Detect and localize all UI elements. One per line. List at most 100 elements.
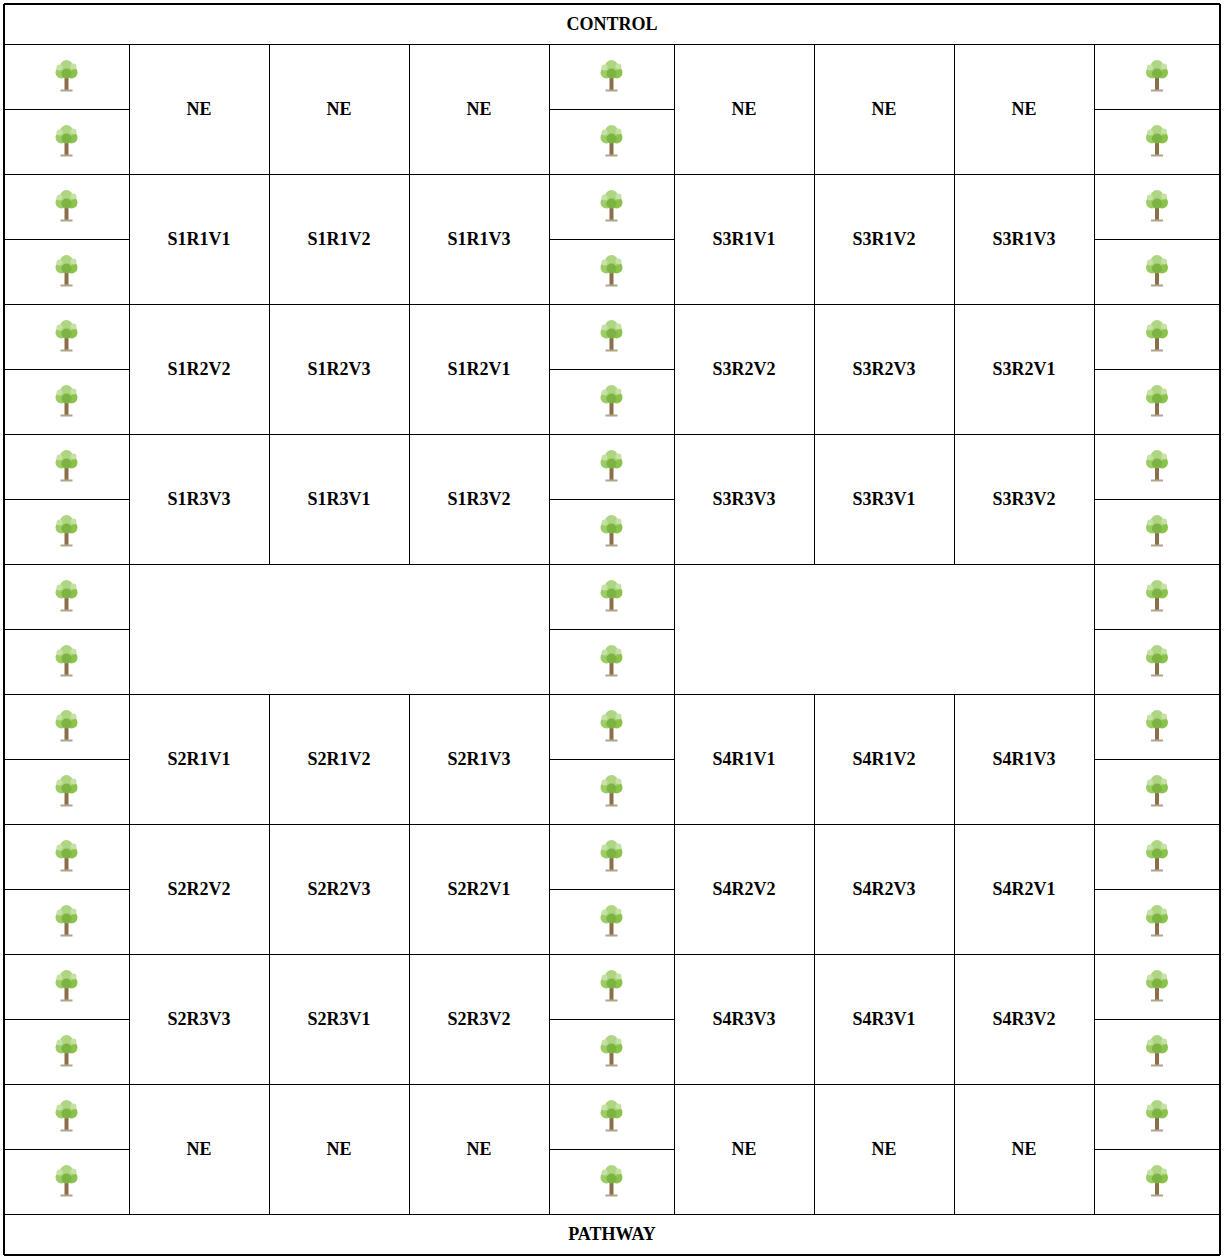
plot-label: S3R3V1 [852,489,915,510]
tree-icon [601,450,623,482]
grid-line [549,1019,674,1020]
grid-line [549,1149,674,1150]
plot-label: S2R3V2 [447,1009,510,1030]
plot-label: S1R3V1 [307,489,370,510]
tree-icon [56,1035,78,1067]
plot-cell: NE [269,44,409,174]
plot-cell: S1R3V2 [409,434,549,564]
plot-label: S4R3V3 [712,1009,775,1030]
plot-cell: S3R1V3 [954,174,1094,304]
plot-label: S1R2V3 [307,359,370,380]
plot-label: S2R2V1 [447,879,510,900]
tree-icon [56,255,78,287]
plot-label: S1R1V2 [307,229,370,250]
plot-label: S2R1V1 [167,749,230,770]
plot-label: PATHWAY [568,1224,656,1245]
tree-icon [601,190,623,222]
plot-cell: NE [954,1084,1094,1214]
plot-label: NE [326,1139,351,1160]
grid-line [4,1254,1220,1256]
tree-icon [1146,125,1168,157]
plot-label: S2R2V3 [307,879,370,900]
grid-line [4,499,129,500]
grid-line [814,694,815,1214]
tree-icon [56,645,78,677]
plot-label: S4R2V3 [852,879,915,900]
plot-label: S3R3V2 [992,489,1055,510]
plot-cell: S3R3V1 [814,434,954,564]
tree-icon [601,905,623,937]
plot-label: NE [871,1139,896,1160]
tree-icon [1146,580,1168,612]
tree-icon [1146,60,1168,92]
plot-cell: S2R1V2 [269,694,409,824]
plot-cell: NE [814,44,954,174]
tree-icon [56,710,78,742]
plot-label: S2R1V3 [447,749,510,770]
plot-cell: S2R2V2 [129,824,269,954]
grid-line [4,1019,129,1020]
grid-line [1094,1149,1220,1150]
plot-cell: S2R3V3 [129,954,269,1084]
grid-line [954,44,955,564]
tree-icon [601,1165,623,1197]
plot-cell: S1R1V2 [269,174,409,304]
grid-line [4,1149,129,1150]
tree-icon [601,710,623,742]
plot-cell: S3R2V2 [674,304,814,434]
plot-cell: NE [674,1084,814,1214]
grid-line [1094,239,1220,240]
plot-cell: S3R1V1 [674,174,814,304]
plot-cell: S4R1V3 [954,694,1094,824]
grid-line [549,369,674,370]
grid-line [1094,889,1220,890]
plot-label: S4R2V1 [992,879,1055,900]
grid-line [549,889,674,890]
plot-label: S2R3V1 [307,1009,370,1030]
plot-label: NE [731,99,756,120]
plot-label: S1R2V2 [167,359,230,380]
plot-label: NE [186,1139,211,1160]
tree-icon [56,515,78,547]
plot-cell: S2R2V3 [269,824,409,954]
grid-line [4,369,129,370]
plot-cell: S3R3V2 [954,434,1094,564]
grid-line [4,109,129,110]
plot-label: NE [466,99,491,120]
plot-cell: S2R3V2 [409,954,549,1084]
tree-icon [1146,840,1168,872]
plot-label: NE [466,1139,491,1160]
plot-cell: NE [269,1084,409,1214]
plot-cell: S1R3V1 [269,434,409,564]
grid-line [4,824,1220,825]
tree-icon [601,970,623,1002]
plot-cell: S4R2V1 [954,824,1094,954]
tree-icon [56,385,78,417]
plot-label: NE [186,99,211,120]
tree-icon [56,905,78,937]
plot-label: S2R1V2 [307,749,370,770]
plot-label: S3R1V3 [992,229,1055,250]
field-band: CONTROL [4,4,1220,44]
grid-line [4,954,1220,955]
tree-icon [601,645,623,677]
grid-line [4,3,1220,5]
tree-icon [56,190,78,222]
tree-icon [601,1035,623,1067]
grid-line [4,889,129,890]
plot-label: S1R3V3 [167,489,230,510]
grid-line [4,629,129,630]
plot-label: S1R1V1 [167,229,230,250]
field-band: PATHWAY [4,1214,1220,1255]
tree-icon [601,775,623,807]
plot-label: NE [731,1139,756,1160]
plot-label: S2R2V2 [167,879,230,900]
tree-icon [601,255,623,287]
plot-label: NE [1011,99,1036,120]
tree-icon [1146,1100,1168,1132]
plot-cell: S1R2V3 [269,304,409,434]
grid-line [1094,1019,1220,1020]
plot-cell: S1R1V1 [129,174,269,304]
grid-line [1094,369,1220,370]
